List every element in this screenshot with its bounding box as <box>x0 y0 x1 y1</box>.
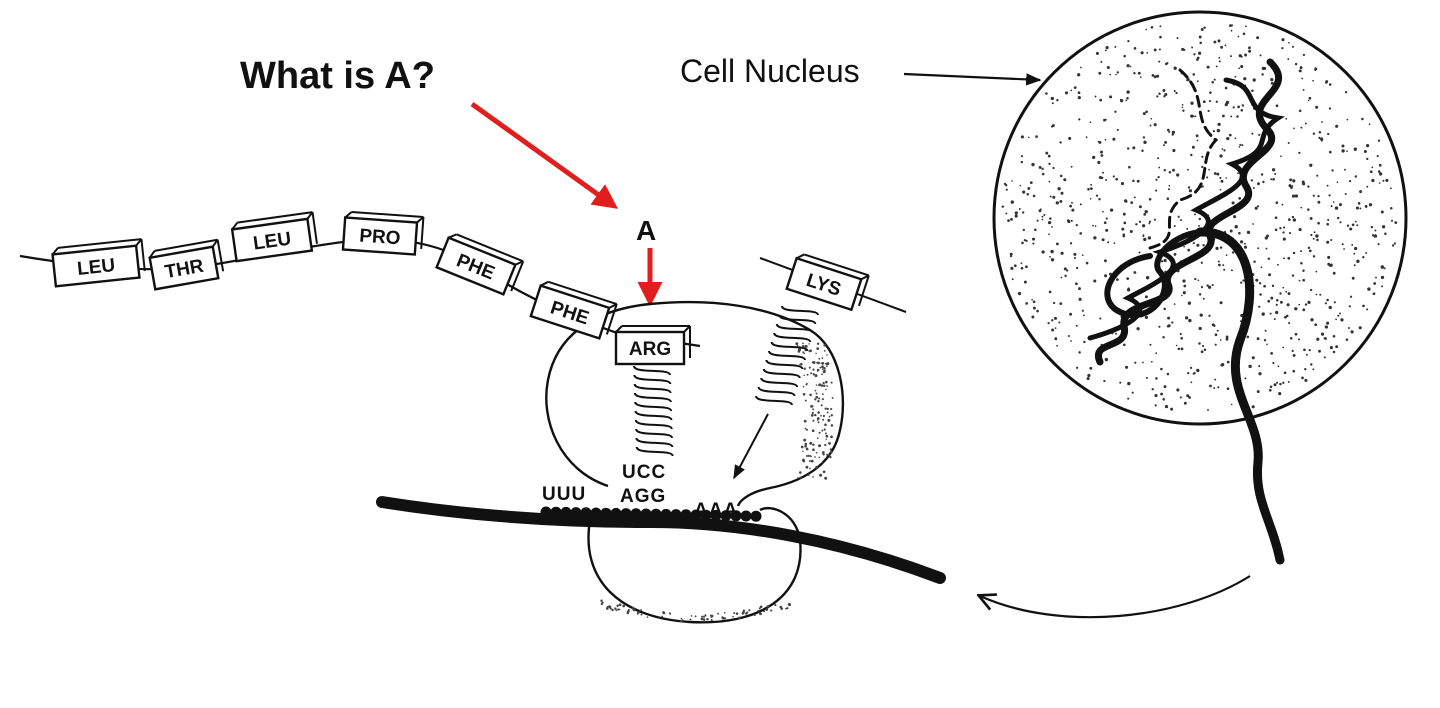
svg-text:ARG: ARG <box>629 339 671 360</box>
amino-acid-leu-2: LEU <box>230 211 318 263</box>
codon-bases <box>540 506 762 522</box>
svg-text:PRO: PRO <box>359 226 402 250</box>
trna-arg-coil <box>633 365 674 457</box>
codon-agg: AGG <box>620 486 666 507</box>
amino-acid-leu-1: LEU <box>51 238 146 288</box>
amino-acid-phe-2: PHE <box>529 280 618 340</box>
svg-text:LEU: LEU <box>76 255 116 280</box>
question-title: What is A? <box>240 55 435 97</box>
red-arrow-to-a <box>470 101 619 209</box>
codon-aaa: AAA <box>694 500 738 521</box>
anticodon-label: UCC <box>622 462 666 483</box>
curved-transport-arrow <box>980 575 1251 619</box>
amino-acid-thr: THR <box>148 238 225 291</box>
svg-text:LEU: LEU <box>252 228 293 254</box>
trna-lys-coil <box>755 305 819 406</box>
nucleus-pointer <box>903 72 1042 86</box>
amino-acid-pro: PRO <box>341 210 425 256</box>
amino-acid-arg: ARG <box>614 325 691 366</box>
label-a: A <box>636 215 656 246</box>
amino-acid-chain: LEU THR LEU PRO PHE <box>51 210 691 366</box>
trna-entry-arrow <box>733 413 769 480</box>
ribosome <box>545 300 845 624</box>
codon-uuu: UUU <box>542 484 586 505</box>
amino-acid-lys: LYS <box>785 253 870 312</box>
amino-acid-phe-1: PHE <box>435 233 525 296</box>
nucleus-label: Cell Nucleus <box>680 53 860 89</box>
cell-nucleus <box>992 10 1408 565</box>
mrna-strand <box>376 496 946 584</box>
